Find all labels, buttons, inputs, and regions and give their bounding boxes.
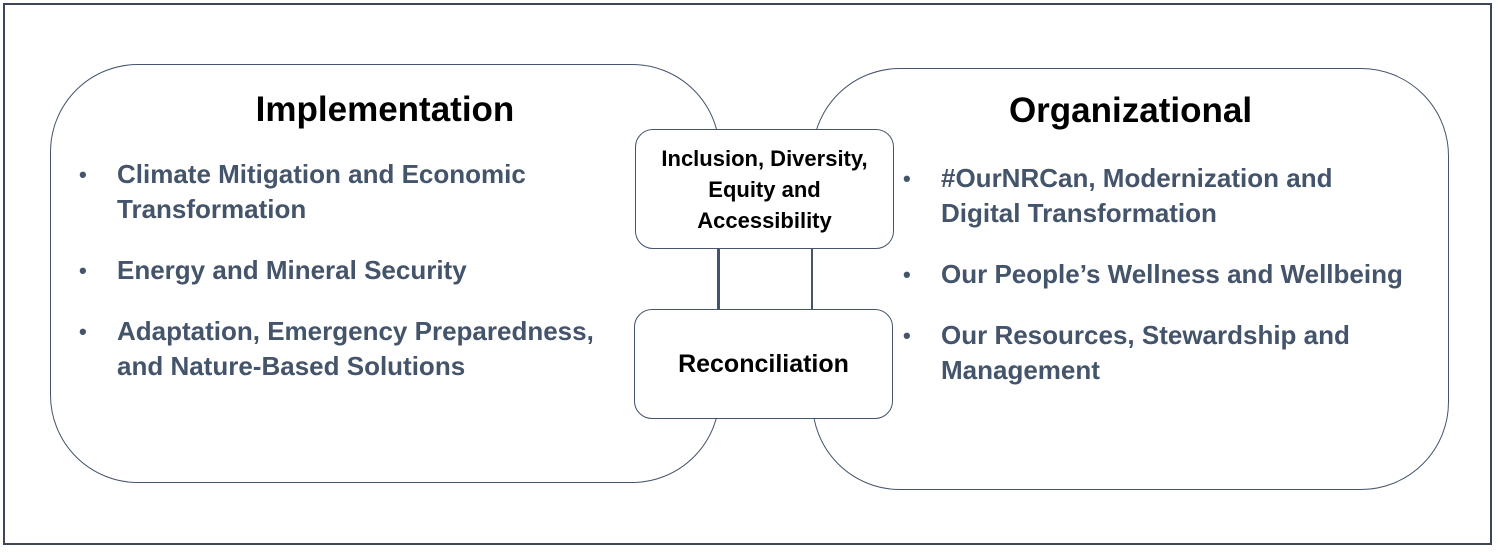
connector-line-right (811, 248, 813, 310)
list-item: • Climate Mitigation and Economic Transf… (79, 157, 594, 227)
list-item-text: Our People’s Wellness and Wellbeing (941, 259, 1403, 289)
connector-line-left (717, 248, 719, 310)
list-item-text: Energy and Mineral Security (117, 255, 467, 285)
bullet-icon: • (79, 319, 87, 344)
list-item: • Our People’s Wellness and Wellbeing (903, 257, 1403, 292)
diagram-frame (3, 3, 1492, 545)
organizational-list: • #OurNRCan, Modernization and Digital T… (903, 161, 1403, 414)
bullet-icon: • (79, 258, 87, 283)
list-item-text: Our Resources, Stewardship and Managemen… (941, 320, 1350, 385)
organizational-title: Organizational (1008, 91, 1253, 130)
bullet-icon: • (903, 262, 911, 287)
bullet-icon: • (903, 166, 911, 191)
list-item: • Our Resources, Stewardship and Managem… (903, 318, 1403, 388)
bullet-icon: • (903, 323, 911, 348)
list-item: • Adaptation, Emergency Preparedness, an… (79, 314, 594, 384)
implementation-title: Implementation (255, 90, 515, 129)
list-item-text: Climate Mitigation and Economic Transfor… (117, 159, 526, 224)
organizational-panel: Organizational • #OurNRCan, Modernizatio… (812, 68, 1449, 490)
implementation-panel: Implementation • Climate Mitigation and … (50, 64, 720, 483)
list-item-text: Adaptation, Emergency Preparedness, and … (117, 316, 594, 381)
list-item: • Energy and Mineral Security (79, 253, 594, 288)
idea-label: Inclusion, Diversity, Equity and Accessi… (661, 145, 868, 233)
list-item: • #OurNRCan, Modernization and Digital T… (903, 161, 1403, 231)
implementation-list: • Climate Mitigation and Economic Transf… (79, 157, 594, 410)
list-item-text: #OurNRCan, Modernization and Digital Tra… (941, 163, 1333, 228)
reconciliation-label: Reconciliation (678, 349, 849, 378)
bullet-icon: • (79, 162, 87, 187)
idea-box: Inclusion, Diversity, Equity and Accessi… (635, 129, 894, 249)
reconciliation-box: Reconciliation (634, 309, 893, 419)
